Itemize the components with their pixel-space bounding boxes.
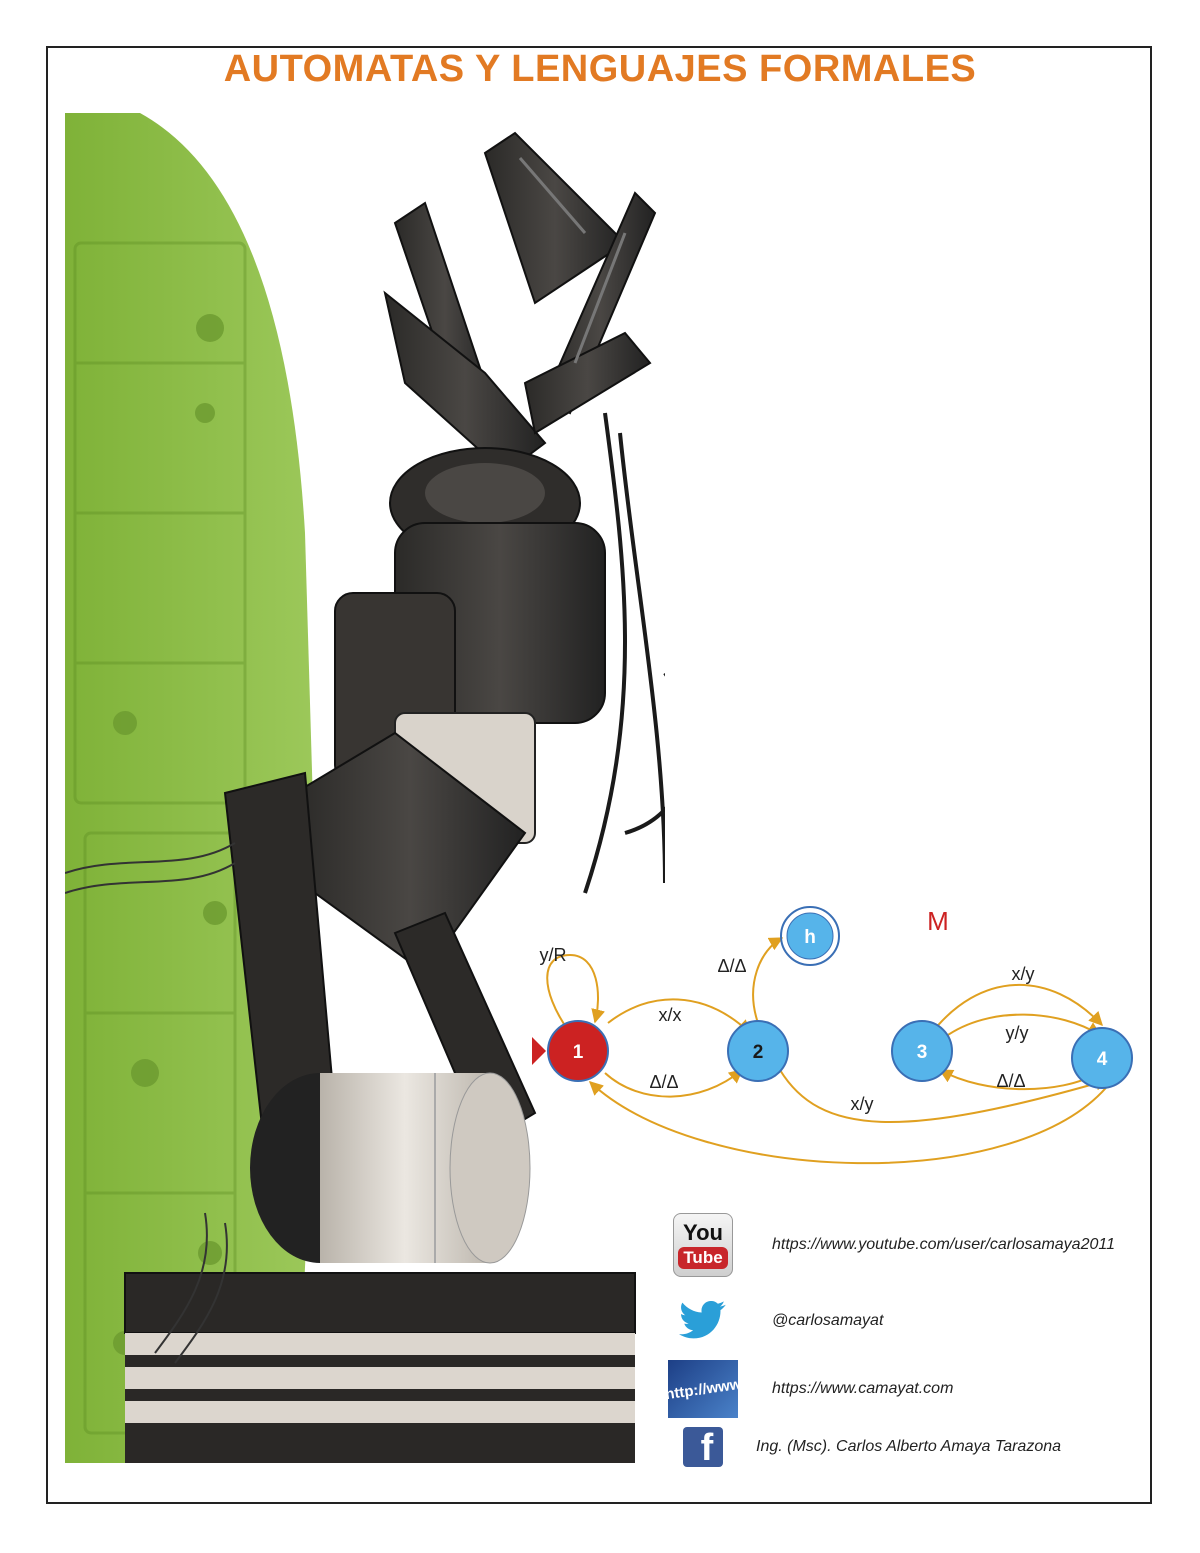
state-2 (727, 1020, 789, 1082)
facebook-icon[interactable]: f (668, 1412, 738, 1482)
web-icon-text: http://www (668, 1375, 738, 1403)
label-loop-1: y/R (540, 945, 567, 965)
page-title: AUTOMATAS Y LENGUAJES FORMALES (223, 48, 977, 90)
label-2-4: x/y (850, 1094, 873, 1114)
state-2-label: 2 (753, 1042, 764, 1063)
youtube-link[interactable]: https://www.youtube.com/user/carlosamaya… (772, 1236, 1115, 1253)
label-3-4-mid: y/y (1005, 1023, 1028, 1043)
label-1-2-bottom: Δ/Δ (649, 1072, 678, 1092)
transition-4-1 (588, 1081, 1111, 1165)
transition-3-4-mid (944, 1013, 1102, 1038)
machine-label: M (927, 906, 949, 936)
state-h (786, 912, 834, 960)
label-2-h: Δ/Δ (717, 956, 746, 976)
youtube-icon-bottom: Tube (678, 1246, 728, 1269)
label-3-4-bottom: Δ/Δ (996, 1071, 1025, 1091)
state-diagram: 1 2 h 3 4 M y/R x/x Δ/Δ Δ/Δ x/y y/y Δ/Δ … (532, 906, 1133, 1165)
author-name: Ing. (Msc). Carlos Alberto Amaya Tarazon… (756, 1438, 1062, 1455)
start-state-marker (532, 1037, 546, 1065)
green-backdrop (65, 113, 315, 1463)
web-row: http://www https://www.camayat.com (668, 1354, 1148, 1424)
state-1-label: 1 (573, 1042, 584, 1063)
label-3-4-top: x/y (1011, 964, 1034, 984)
facebook-row: f Ing. (Msc). Carlos Alberto Amaya Taraz… (668, 1412, 1148, 1482)
twitter-handle[interactable]: @carlosamayat (772, 1312, 884, 1329)
state-1 (547, 1020, 609, 1082)
web-icon[interactable]: http://www (668, 1354, 738, 1424)
youtube-row: You Tube https://www.youtube.com/user/ca… (668, 1210, 1148, 1280)
state-4-label: 4 (1097, 1049, 1108, 1070)
robot-arm-illustration (65, 113, 665, 1463)
state-3-label: 3 (917, 1042, 928, 1063)
twitter-row: @carlosamayat (668, 1286, 1148, 1356)
transition-1-2-bottom (604, 1069, 744, 1098)
transition-1-2-top (607, 998, 752, 1034)
transition-2-4 (779, 1069, 1110, 1123)
transition-3-4-top (929, 984, 1103, 1036)
label-1-2-top: x/x (658, 1005, 681, 1025)
state-3 (891, 1020, 953, 1082)
state-h-outer (780, 906, 840, 966)
twitter-icon[interactable] (668, 1286, 738, 1356)
transition-2-h (752, 937, 784, 1024)
youtube-icon[interactable]: You Tube (668, 1210, 738, 1280)
facebook-icon-letter: f (700, 1427, 714, 1469)
transition-loop-1 (546, 953, 605, 1031)
youtube-icon-top: You (683, 1219, 723, 1245)
state-h-label: h (804, 927, 816, 948)
website-link[interactable]: https://www.camayat.com (772, 1380, 954, 1397)
state-4 (1071, 1027, 1133, 1089)
